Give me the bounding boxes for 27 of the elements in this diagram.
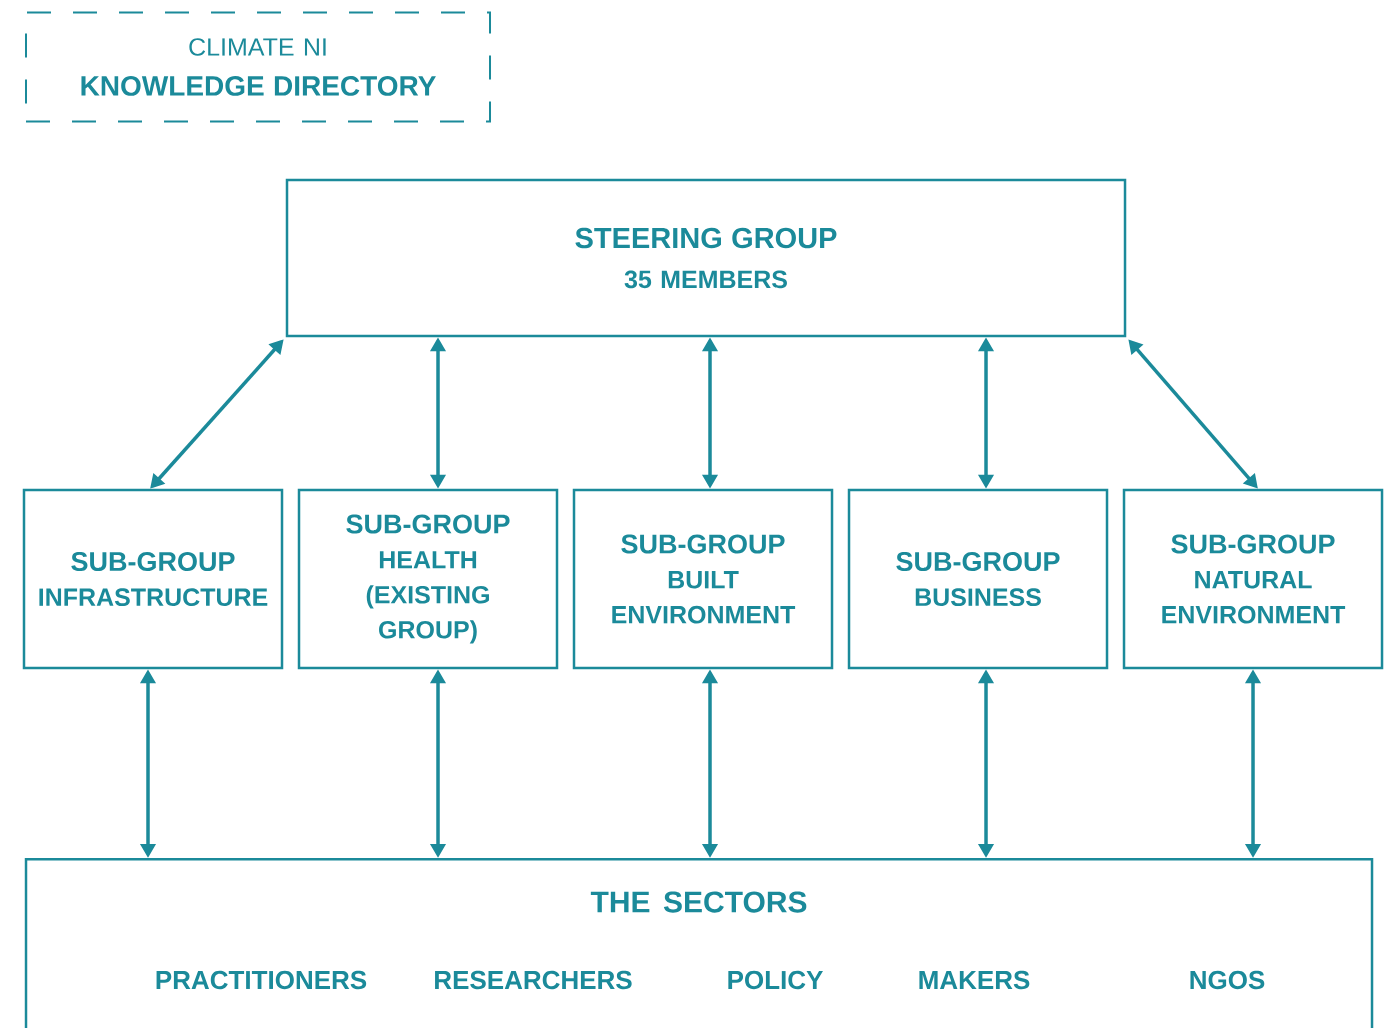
heading: CLIMATE NI — [189, 38, 326, 56]
subgroup-box — [22, 488, 284, 670]
sector-label: RESEARCHERS — [435, 970, 632, 990]
heading: SUB-GROUP — [1171, 534, 1335, 554]
subtitle: 35 MEMBERS — [624, 270, 787, 289]
subtitle: KNOWLEDGE DIRECTORY — [81, 76, 436, 96]
steering-box — [285, 178, 1127, 338]
subtitle: HEALTH (EXISTING GROUP) — [366, 551, 489, 644]
sector-label: POLICY — [728, 970, 823, 990]
title-box — [25, 11, 491, 123]
sector-label: PRACTITIONERS — [156, 970, 367, 990]
heading: STEERING GROUP — [575, 227, 837, 249]
subgroup-box — [297, 488, 559, 670]
heading: SUB-GROUP — [896, 551, 1060, 572]
subgroup-box — [847, 488, 1109, 670]
subtitle: INFRASTRUCTURE — [39, 588, 268, 607]
subtitle: BUSINESS — [915, 588, 1041, 607]
sector-label: MAKERS — [919, 970, 1030, 990]
heading: THE SECTORS — [590, 891, 807, 913]
subgroup-box — [572, 488, 834, 670]
heading: SUB-GROUP — [621, 534, 785, 554]
subtitle: NATURAL ENVIRONMENT — [1162, 571, 1346, 624]
heading: SUB-GROUP — [346, 514, 510, 534]
subtitle: BUILT ENVIRONMENT — [612, 571, 796, 624]
heading: SUB-GROUP — [71, 551, 235, 572]
sector-label: NGOS — [1190, 970, 1265, 990]
subgroup-box — [1122, 488, 1384, 670]
